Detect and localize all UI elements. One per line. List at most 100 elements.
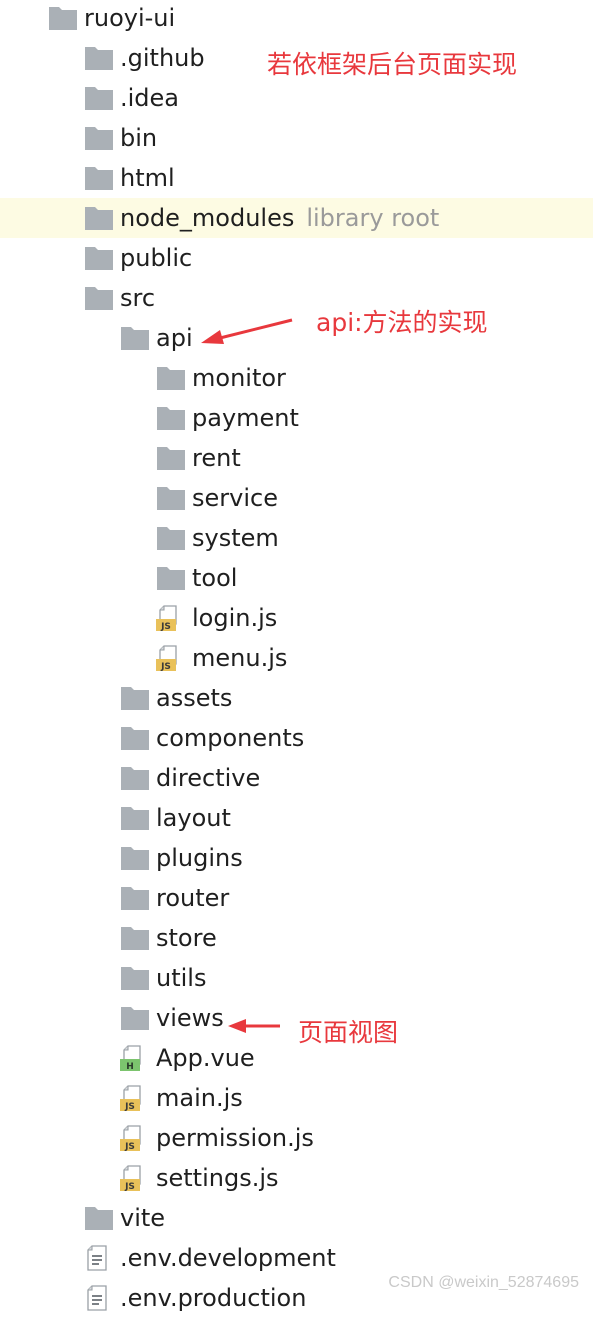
folder-icon: [156, 445, 186, 471]
tree-item-views[interactable]: views: [0, 998, 593, 1038]
tree-item-plugins[interactable]: plugins: [0, 838, 593, 878]
folder-icon: [84, 1205, 114, 1231]
tree-item-label: service: [192, 478, 278, 518]
tree-item-label: src: [120, 278, 155, 318]
tree-item-settings-js[interactable]: JS settings.js: [0, 1158, 593, 1198]
tree-item-name: views: [156, 1004, 224, 1032]
tree-item-label: public: [120, 238, 192, 278]
tree-item-name: components: [156, 724, 305, 752]
tree-item-label: api: [156, 318, 193, 358]
folder-icon: [84, 45, 114, 71]
folder-icon: [120, 845, 150, 871]
folder-icon: [120, 805, 150, 831]
js-file-icon: JS: [120, 1085, 150, 1111]
tree-item-store[interactable]: store: [0, 918, 593, 958]
tree-item-src[interactable]: src: [0, 278, 593, 318]
tree-item-name: ruoyi-ui: [84, 4, 176, 32]
folder-icon: [84, 85, 114, 111]
tree-item-label: directive: [156, 758, 260, 798]
tree-item-assets[interactable]: assets: [0, 678, 593, 718]
text-file-icon: [84, 1245, 114, 1271]
tree-item-label: tool: [192, 558, 237, 598]
tree-item-label: login.js: [192, 598, 277, 638]
tree-item-label: components: [156, 718, 304, 758]
tree-item-name: utils: [156, 964, 207, 992]
tree-item-label: html: [120, 158, 175, 198]
vue-file-icon: H: [120, 1045, 150, 1071]
folder-icon: [156, 485, 186, 511]
folder-icon: [120, 725, 150, 751]
tree-item-vite[interactable]: vite: [0, 1198, 593, 1238]
tree-item-label: .github: [120, 38, 205, 78]
library-root-hint: library root: [306, 204, 440, 232]
tree-item-name: main.js: [156, 1084, 243, 1112]
tree-item-name: directive: [156, 764, 261, 792]
svg-text:JS: JS: [124, 1142, 135, 1151]
tree-item-name: tool: [192, 564, 238, 592]
tree-item-name: rent: [192, 444, 241, 472]
tree-item-name: assets: [156, 684, 233, 712]
tree-item-dot-env-development[interactable]: .env.development: [0, 1238, 593, 1278]
tree-item-label: .env.production: [120, 1278, 306, 1318]
tree-item-payment[interactable]: payment: [0, 398, 593, 438]
folder-icon: [156, 565, 186, 591]
tree-item-label: .env.development: [120, 1238, 336, 1278]
tree-item-label: monitor: [192, 358, 286, 398]
tree-item-service[interactable]: service: [0, 478, 593, 518]
tree-item-tool[interactable]: tool: [0, 558, 593, 598]
folder-icon: [120, 685, 150, 711]
tree-item-dot-github[interactable]: .github: [0, 38, 593, 78]
tree-item-label: permission.js: [156, 1118, 314, 1158]
folder-icon: [156, 525, 186, 551]
tree-item-permission-js[interactable]: JS permission.js: [0, 1118, 593, 1158]
annotation-views: 页面视图: [298, 1018, 399, 1047]
tree-item-name: .env.development: [120, 1244, 336, 1272]
tree-item-public[interactable]: public: [0, 238, 593, 278]
tree-item-label: settings.js: [156, 1158, 279, 1198]
tree-item-monitor[interactable]: monitor: [0, 358, 593, 398]
folder-icon: [120, 325, 150, 351]
annotation-title: 若依框架后台页面实现: [267, 50, 518, 79]
tree-item-label: .idea: [120, 78, 179, 118]
svg-text:JS: JS: [124, 1102, 135, 1111]
svg-text:JS: JS: [124, 1182, 135, 1191]
js-file-icon: JS: [156, 645, 186, 671]
tree-item-bin[interactable]: bin: [0, 118, 593, 158]
tree-item-name: public: [120, 244, 193, 272]
folder-icon: [84, 205, 114, 231]
tree-item-components[interactable]: components: [0, 718, 593, 758]
tree-item-name: login.js: [192, 604, 278, 632]
folder-icon: [84, 165, 114, 191]
folder-icon: [156, 405, 186, 431]
tree-item-name: router: [156, 884, 230, 912]
tree-item-main-js[interactable]: JS main.js: [0, 1078, 593, 1118]
tree-item-name: .idea: [120, 84, 180, 112]
tree-item-label: router: [156, 878, 229, 918]
tree-item-api[interactable]: api: [0, 318, 593, 358]
tree-item-ruoyi-ui[interactable]: ruoyi-ui: [0, 0, 593, 38]
folder-icon: [120, 885, 150, 911]
tree-item-dot-idea[interactable]: .idea: [0, 78, 593, 118]
tree-item-router[interactable]: router: [0, 878, 593, 918]
folder-icon: [156, 365, 186, 391]
tree-item-name: permission.js: [156, 1124, 314, 1152]
tree-item-label: ruoyi-ui: [84, 0, 175, 38]
tree-item-name: store: [156, 924, 217, 952]
tree-item-rent[interactable]: rent: [0, 438, 593, 478]
tree-item-name: bin: [120, 124, 158, 152]
js-file-icon: JS: [120, 1125, 150, 1151]
tree-item-html[interactable]: html: [0, 158, 593, 198]
tree-item-label: bin: [120, 118, 157, 158]
tree-item-label: assets: [156, 678, 232, 718]
tree-item-system[interactable]: system: [0, 518, 593, 558]
tree-item-name: layout: [156, 804, 231, 832]
tree-item-label: utils: [156, 958, 206, 998]
tree-item-utils[interactable]: utils: [0, 958, 593, 998]
tree-item-layout[interactable]: layout: [0, 798, 593, 838]
tree-item-directive[interactable]: directive: [0, 758, 593, 798]
tree-item-name: .env.production: [120, 1284, 307, 1312]
